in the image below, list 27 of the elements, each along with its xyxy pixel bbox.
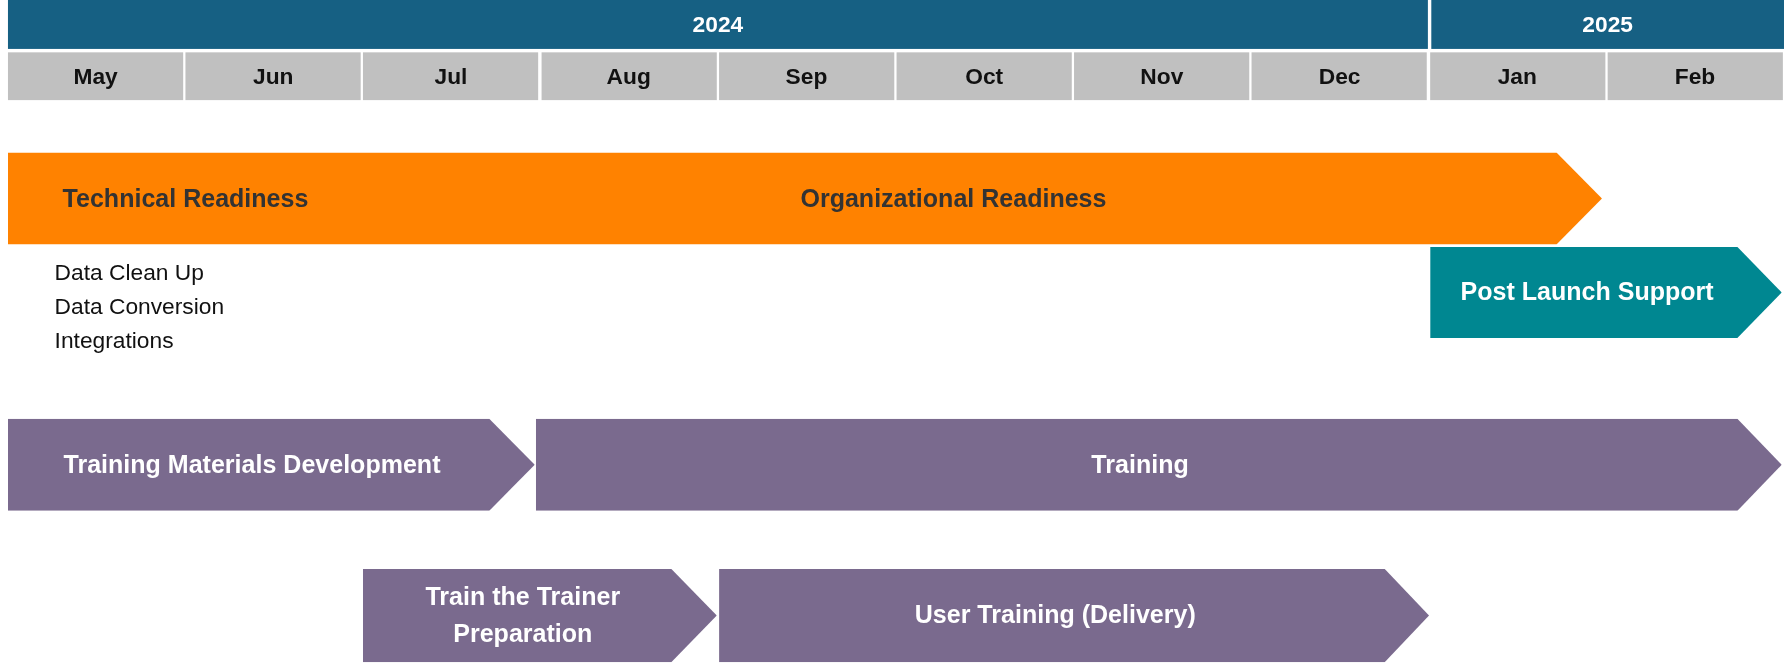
month-header: Feb — [1607, 52, 1783, 101]
month-header: Oct — [896, 52, 1072, 101]
year-header: 2024 — [7, 0, 1428, 49]
phase-label: Train the Trainer Preparation — [424, 581, 622, 650]
month-header: Sep — [718, 52, 895, 101]
phase-label: Organizational Readiness — [800, 183, 1107, 214]
year-header: 2025 — [1431, 0, 1784, 49]
phase-label: Post Launch Support — [1459, 276, 1715, 309]
task-item: Data Conversion — [54, 293, 225, 320]
task-item: Integrations — [54, 327, 174, 354]
phase-bar — [1430, 246, 1782, 338]
task-item: Data Clean Up — [54, 259, 204, 286]
phase-bar — [7, 418, 535, 511]
phase-label: Training Materials Development — [62, 449, 442, 481]
month-header: Jan — [1429, 52, 1605, 101]
phase-bar — [719, 568, 1430, 663]
month-header: May — [7, 52, 184, 101]
month-header: Aug — [541, 52, 717, 101]
month-header: Jul — [363, 52, 539, 101]
month-header: Dec — [1252, 52, 1428, 101]
phase-label: Training — [1090, 449, 1190, 481]
month-header: Nov — [1074, 52, 1250, 101]
phase-label: Technical Readiness — [62, 183, 309, 214]
phase-label: User Training (Delivery) — [913, 599, 1197, 632]
month-header: Jun — [185, 52, 361, 101]
phase-bar — [362, 568, 717, 663]
phase-bar — [7, 152, 1602, 245]
